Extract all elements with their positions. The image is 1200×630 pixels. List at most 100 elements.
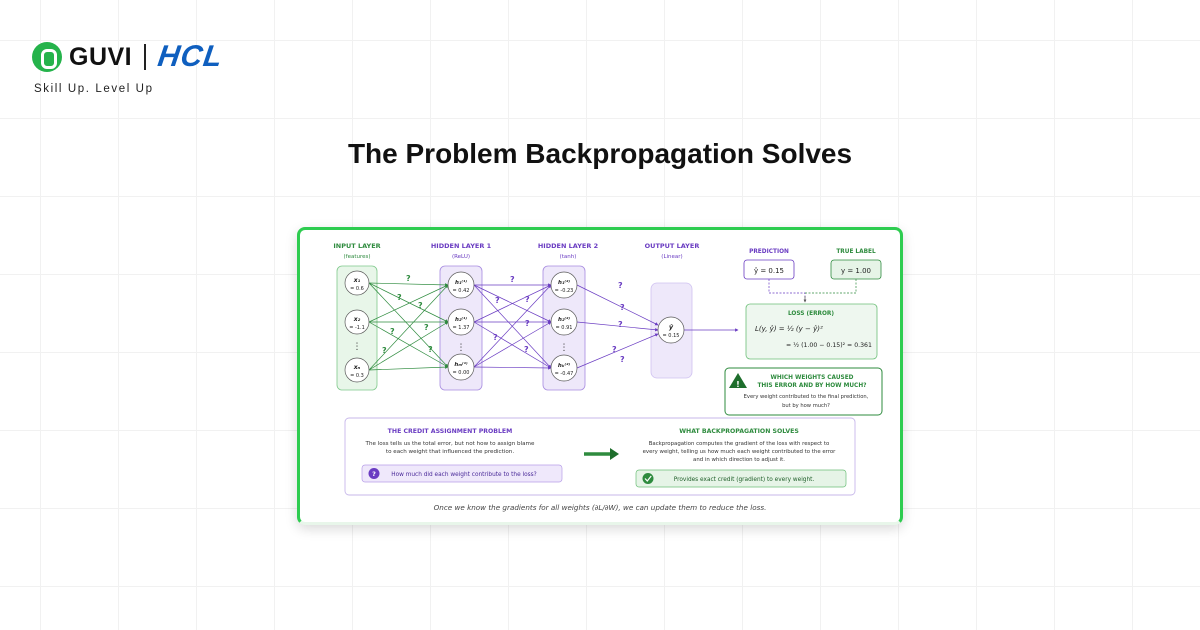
- question-icon: [368, 468, 380, 479]
- hidden2-ellipsis: ⋮: [560, 343, 569, 353]
- network-diagram: INPUT LAYER (features) HIDDEN LAYER 1 (R…: [333, 242, 883, 496]
- true-label-connector: [805, 279, 857, 294]
- loss-box: [745, 303, 878, 360]
- hidden1-title: HIDDEN LAYER 1: [431, 242, 492, 250]
- qmark: ?: [618, 281, 623, 290]
- node-value: = 0.3: [350, 373, 364, 379]
- input-layer-title: INPUT LAYER: [333, 242, 380, 250]
- solves-body: every weight, telling us how much each w…: [643, 449, 837, 455]
- node-symbol: h₁⁽²⁾: [558, 279, 570, 286]
- solves-answer-box: [635, 469, 847, 488]
- input-layer-subtitle: (features): [343, 254, 370, 260]
- solves-title: WHAT BACKPROPAGATION SOLVES: [679, 428, 799, 435]
- prediction-label: PREDICTION: [749, 249, 789, 255]
- warning-glyph: !: [736, 380, 740, 389]
- node-value: = 0.15: [663, 333, 680, 339]
- hidden2-node: h₁⁽²⁾ = -0.23: [550, 271, 578, 299]
- qmark: ?: [524, 345, 529, 354]
- qmark: ?: [525, 319, 530, 328]
- hidden1-node: h₂⁽¹⁾ = 1.37: [447, 308, 475, 336]
- warning-title: THIS ERROR AND BY HOW MUCH?: [757, 383, 866, 389]
- hidden1-subtitle: (ReLU): [452, 254, 470, 260]
- hidden1-node: hₘ⁽¹⁾ = 0.00: [447, 353, 475, 381]
- hidden2-subtitle: (tanh): [560, 254, 577, 260]
- input-weight-qmarks: ? ? ? ? ? ? ?: [382, 274, 433, 355]
- loss-label: LOSS (ERROR): [788, 311, 834, 317]
- node-value: = 0.00: [453, 370, 470, 376]
- node-symbol: x₁: [353, 277, 361, 284]
- true-label-label: TRUE LABEL: [836, 249, 876, 255]
- guvi-logo-icon: [32, 42, 62, 72]
- qmark: ?: [493, 333, 498, 342]
- node-symbol: hₖ⁽²⁾: [558, 362, 571, 369]
- node-symbol: xₙ: [353, 364, 361, 371]
- loss-formula: L(y, ŷ) = ½ (y − ŷ)²: [755, 325, 823, 333]
- node-symbol: h₂⁽¹⁾: [455, 316, 467, 323]
- qmark: ?: [525, 295, 530, 304]
- qmark: ?: [495, 296, 500, 305]
- true-label-value: y = 1.00: [841, 267, 871, 275]
- output-layer-subtitle: (Linear): [661, 254, 682, 260]
- warning-box: [724, 367, 883, 416]
- qmark: ?: [390, 327, 395, 336]
- qmark: ?: [428, 345, 433, 354]
- credit-question: How much did each weight contribute to t…: [391, 472, 537, 478]
- output-layer-title: OUTPUT LAYER: [645, 242, 700, 250]
- node-value: = 0.42: [453, 288, 470, 294]
- solves-body: and in which direction to adjust it.: [693, 457, 785, 463]
- brand-header: GUVI HCL Skill Up. Level Up: [32, 40, 226, 95]
- credit-question-box: [361, 464, 563, 483]
- hidden2-title: HIDDEN LAYER 2: [538, 242, 598, 250]
- prediction-value: ŷ = 0.15: [754, 267, 784, 275]
- brand-divider: [144, 44, 147, 70]
- diagram-card: INPUT LAYER (features) HIDDEN LAYER 1 (R…: [297, 227, 903, 525]
- brand-tagline: Skill Up. Level Up: [34, 83, 154, 95]
- qmark: ?: [612, 345, 617, 354]
- node-symbol: h₁⁽¹⁾: [455, 279, 467, 286]
- node-value: = -0.23: [555, 288, 574, 294]
- qmark: ?: [382, 346, 387, 355]
- question-glyph: ?: [372, 470, 376, 478]
- hcl-wordmark: HCL: [155, 40, 226, 73]
- credit-body: The loss tells us the total error, but n…: [365, 441, 535, 447]
- diagram-caption: Once we know the gradients for all weigh…: [433, 503, 767, 512]
- qmark: ?: [510, 275, 515, 284]
- node-symbol: x₂: [353, 316, 361, 323]
- input-node: x₂ = -1.1: [344, 309, 370, 335]
- input-node: xₙ = 0.3: [344, 357, 370, 383]
- qmark: ?: [397, 293, 402, 302]
- hidden1-hidden2-connections: [473, 283, 552, 370]
- node-value: = 1.37: [453, 325, 470, 331]
- node-symbol: h₂⁽²⁾: [558, 316, 570, 323]
- hidden2-node: hₖ⁽²⁾ = -0.47: [550, 354, 578, 382]
- check-icon: [642, 473, 654, 484]
- output-node: ŷ = 0.15: [657, 316, 685, 344]
- solves-body: Backpropagation computes the gradient of…: [649, 441, 830, 447]
- hidden-weight-qmarks: ? ? ? ? ? ? ? ? ? ? ?: [493, 275, 625, 364]
- qmark: ?: [406, 274, 411, 283]
- qmark: ?: [618, 320, 623, 329]
- node-symbol: ŷ: [669, 322, 674, 331]
- input-node: x₁ = 0.6: [344, 270, 370, 296]
- hidden2-output-connections: [576, 284, 739, 369]
- warning-icon: [729, 373, 747, 388]
- check-mark: [644, 475, 652, 482]
- qmark: ?: [620, 303, 625, 312]
- transition-arrowhead: [610, 448, 619, 460]
- input-hidden1-connections: [368, 282, 449, 371]
- warning-title: WHICH WEIGHTS CAUSED: [770, 375, 853, 381]
- warning-body: but by how much?: [782, 403, 830, 409]
- hidden1-node: h₁⁽¹⁾ = 0.42: [447, 271, 475, 299]
- guvi-wordmark: GUVI: [69, 42, 133, 71]
- qmark: ?: [620, 355, 625, 364]
- node-value: = 0.91: [556, 325, 573, 331]
- qmark: ?: [418, 301, 423, 310]
- credit-title: THE CREDIT ASSIGNMENT PROBLEM: [388, 428, 513, 435]
- node-value: = 0.6: [350, 286, 364, 292]
- solves-answer: Provides exact credit (gradient) to ever…: [674, 477, 815, 483]
- qmark: ?: [424, 323, 429, 332]
- credit-body: to each weight that influenced the predi…: [386, 449, 514, 455]
- node-symbol: hₘ⁽¹⁾: [454, 361, 468, 368]
- node-value: = -0.47: [555, 371, 574, 377]
- loss-computation: = ½ (1.00 − 0.15)² = 0.361: [786, 341, 872, 349]
